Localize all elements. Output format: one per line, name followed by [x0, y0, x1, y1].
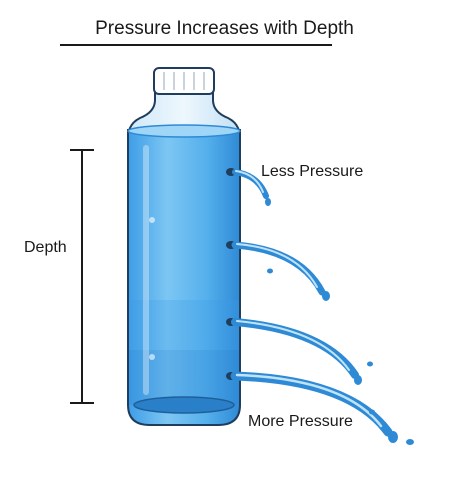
droplet: [388, 431, 398, 443]
water-jets: [230, 169, 393, 437]
bottle-base: [133, 396, 235, 414]
jet-2: [231, 241, 326, 296]
cap-ridges: [163, 72, 205, 90]
droplet: [369, 409, 375, 415]
diagram-title: Pressure Increases with Depth: [95, 18, 354, 39]
bubble: [149, 354, 155, 360]
more-pressure-label: More Pressure: [248, 413, 353, 430]
jet-1-highlight: [235, 170, 264, 193]
title-underline: [60, 44, 332, 46]
droplet: [354, 375, 362, 385]
water-band-middle: [129, 300, 239, 350]
jet-4-highlight: [235, 373, 383, 428]
less-pressure-label: Less Pressure: [261, 163, 364, 180]
bubble: [149, 217, 155, 223]
jet-2-highlight: [236, 243, 318, 288]
depth-scale: [70, 149, 94, 404]
water-band-deep: [129, 350, 239, 405]
droplet: [367, 361, 373, 367]
droplets: [265, 198, 414, 445]
jet-3: [231, 318, 359, 379]
bottle-body: [127, 129, 241, 426]
droplet: [265, 198, 271, 206]
bottle-highlight: [143, 145, 149, 395]
droplet: [267, 268, 273, 274]
droplet: [322, 291, 330, 301]
depth-label: Depth: [24, 239, 67, 256]
jet-3-highlight: [236, 320, 350, 371]
droplet: [406, 439, 414, 445]
water-surface: [127, 124, 241, 138]
